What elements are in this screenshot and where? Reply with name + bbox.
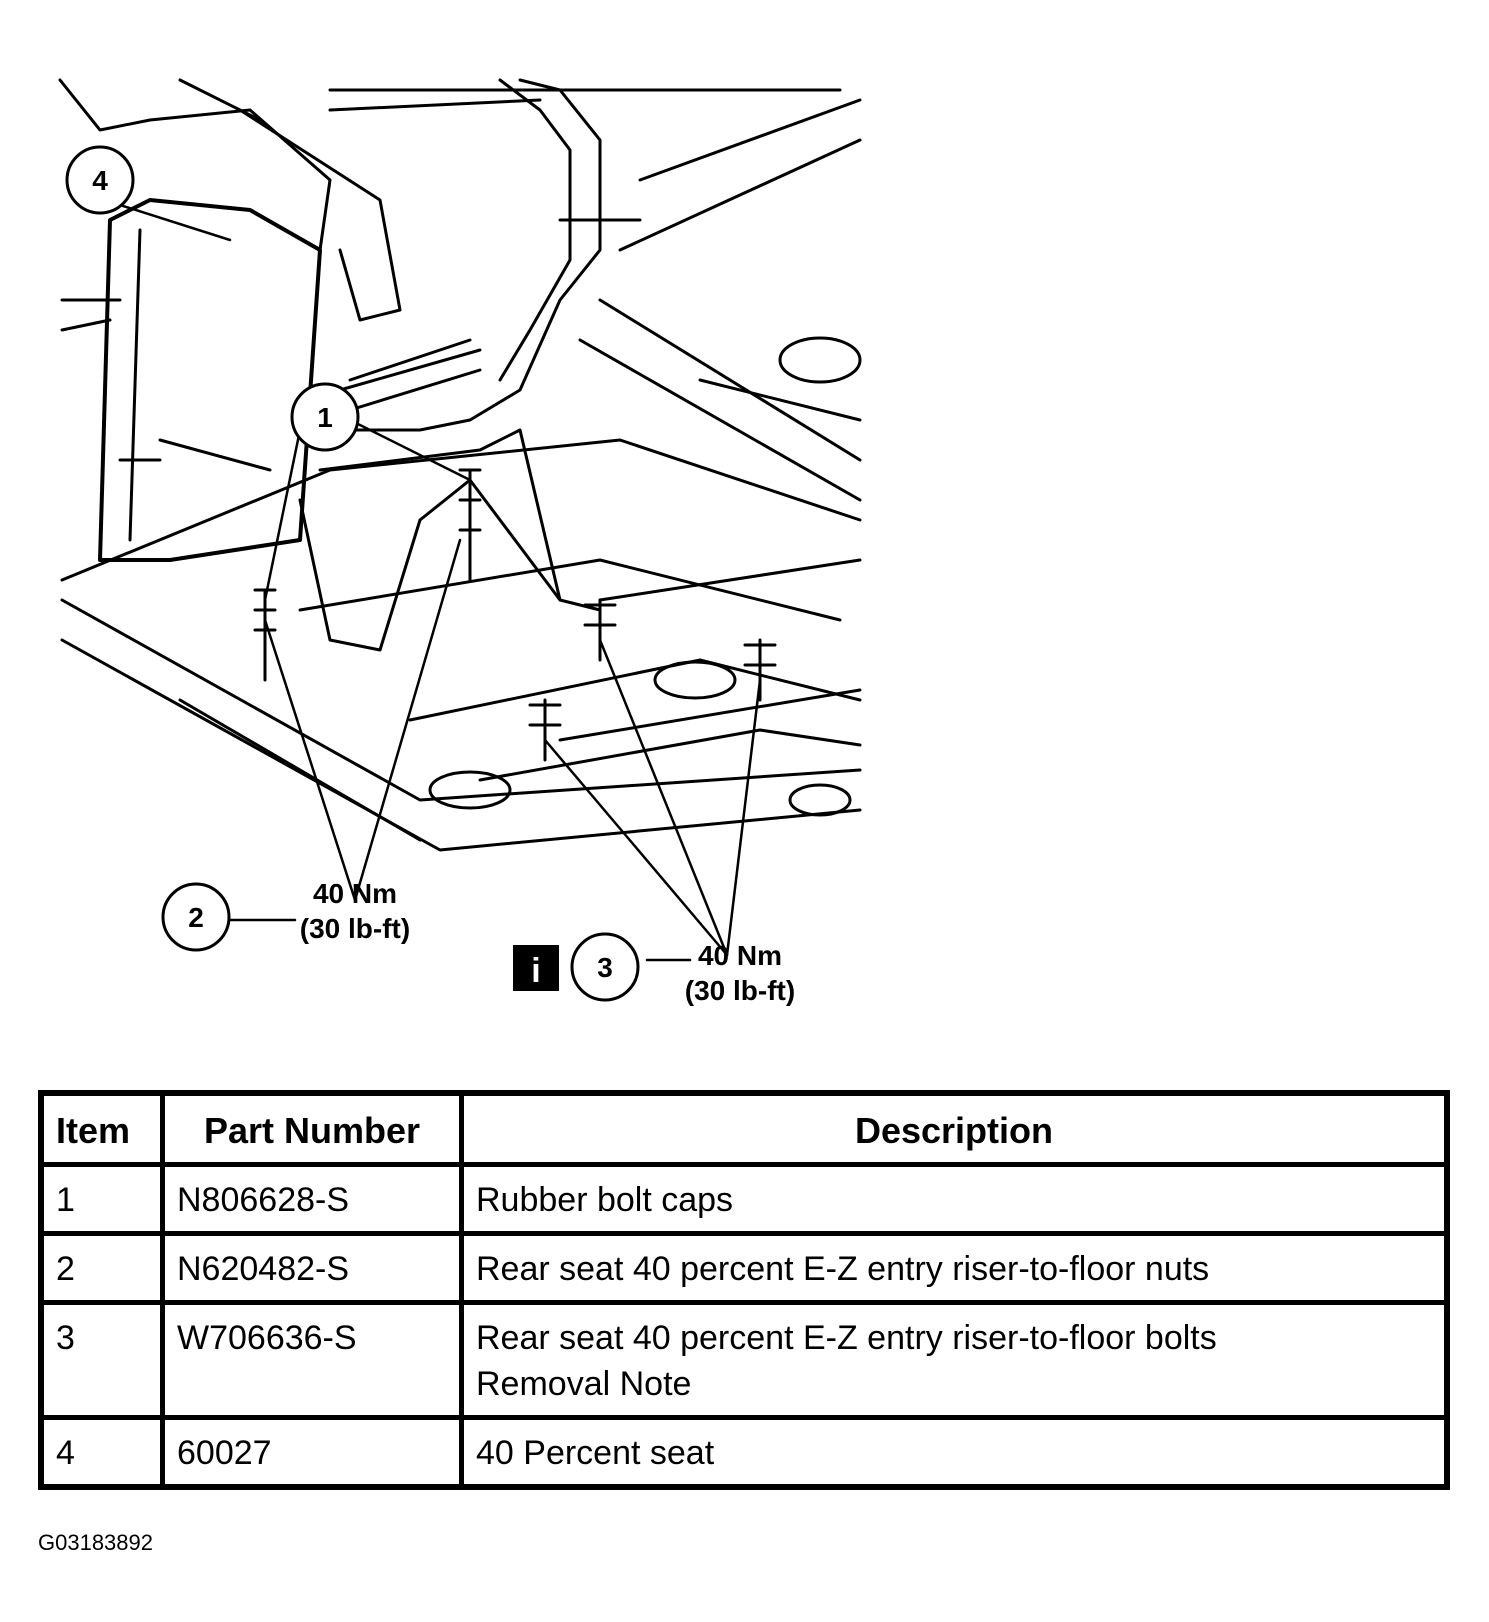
svg-text:1: 1 (317, 402, 333, 433)
info-icon: i (513, 945, 559, 991)
cell-part-number: W706636-S (160, 1300, 464, 1420)
torque-label-2-nm: 40 Nm (313, 878, 397, 909)
cell-description: Rear seat 40 percent E-Z entry riser-to-… (459, 1300, 1450, 1420)
callout-4: 4 (65, 145, 135, 215)
table-row: 2 N620482-S Rear seat 40 percent E-Z ent… (38, 1231, 1450, 1305)
callout-2: 2 (161, 882, 231, 952)
torque-label-3-lbft: (30 lb-ft) (685, 975, 795, 1006)
callout-1: 1 (290, 382, 360, 452)
table-row: 1 N806628-S Rubber bolt caps (38, 1162, 1450, 1236)
svg-text:4: 4 (92, 165, 108, 196)
cell-item: 2 (38, 1231, 165, 1305)
header-item: Item (38, 1090, 165, 1167)
bolt-drawings (253, 336, 862, 817)
torque-label-2-lbft: (30 lb-ft) (300, 913, 410, 944)
header-description: Description (459, 1090, 1450, 1167)
cell-description: 40 Percent seat (459, 1415, 1450, 1490)
cell-item: 3 (38, 1300, 165, 1420)
header-part-number: Part Number (160, 1090, 464, 1167)
table-header-row: Item Part Number Description (38, 1090, 1450, 1167)
table-row: 4 60027 40 Percent seat (38, 1415, 1450, 1490)
cell-description: Rear seat 40 percent E-Z entry riser-to-… (459, 1231, 1450, 1305)
svg-text:2: 2 (188, 902, 204, 933)
parts-table: Item Part Number Description 1 N806628-S… (38, 1090, 1450, 1490)
figure-id: G03183892 (38, 1530, 153, 1555)
cell-part-number: N620482-S (160, 1231, 464, 1305)
torque-label-3-nm: 40 Nm (698, 940, 782, 971)
seat-back-drawing (58, 78, 842, 562)
leader-lines (118, 203, 762, 962)
cell-item: 1 (38, 1162, 165, 1236)
svg-text:i: i (531, 952, 540, 990)
cell-item: 4 (38, 1415, 165, 1490)
seat-riser-drawing (298, 78, 602, 652)
seat-mounting-illustration: 4 1 2 40 Nm (30 lb-ft) i 3 40 Nm (30 lb-… (58, 78, 862, 1006)
svg-text:3: 3 (597, 952, 613, 983)
floor-panel-drawing (60, 98, 862, 852)
callout-3: 3 (570, 932, 640, 1002)
table-row: 3 W706636-S Rear seat 40 percent E-Z ent… (38, 1300, 1450, 1420)
cell-part-number: N806628-S (160, 1162, 464, 1236)
cell-part-number: 60027 (160, 1415, 464, 1490)
cell-description: Rubber bolt caps (459, 1162, 1450, 1236)
